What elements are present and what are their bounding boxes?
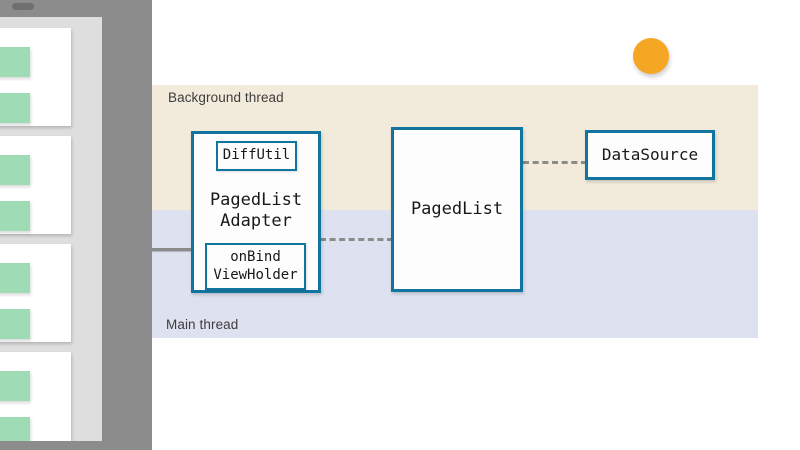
list-item-placeholder-bar	[0, 201, 30, 231]
list-item-placeholder-bar	[0, 93, 30, 123]
list-item[interactable]	[0, 136, 71, 234]
list-item-placeholder-bar	[0, 309, 30, 339]
node-data-source[interactable]: DataSource	[585, 130, 715, 180]
node-diff-util[interactable]: DiffUtil	[216, 141, 297, 171]
main-thread-label: Main thread	[166, 317, 239, 332]
list-item[interactable]	[0, 352, 71, 441]
pointer-dot	[633, 38, 669, 74]
list-item[interactable]	[0, 244, 71, 342]
node-paged-list[interactable]: PagedList	[391, 127, 523, 292]
list-item-placeholder-bar	[0, 155, 30, 185]
list-item-placeholder-bar	[0, 47, 30, 77]
list-item-placeholder-bar	[0, 263, 30, 293]
connector-device-to-adapter	[152, 248, 193, 251]
node-on-bind-view-holder[interactable]: onBind ViewHolder	[205, 243, 306, 290]
list-item-placeholder-bar	[0, 371, 30, 401]
list-item-placeholder-bar	[0, 417, 30, 441]
background-thread-label: Background thread	[168, 90, 284, 105]
connector-adapter-to-pagedlist	[320, 238, 393, 241]
connector-pagedlist-to-datasource	[523, 161, 587, 164]
phone-speaker-icon	[12, 3, 34, 10]
phone-screen	[0, 17, 102, 441]
list-item[interactable]	[0, 28, 71, 126]
phone-mockup-frame	[0, 0, 152, 450]
